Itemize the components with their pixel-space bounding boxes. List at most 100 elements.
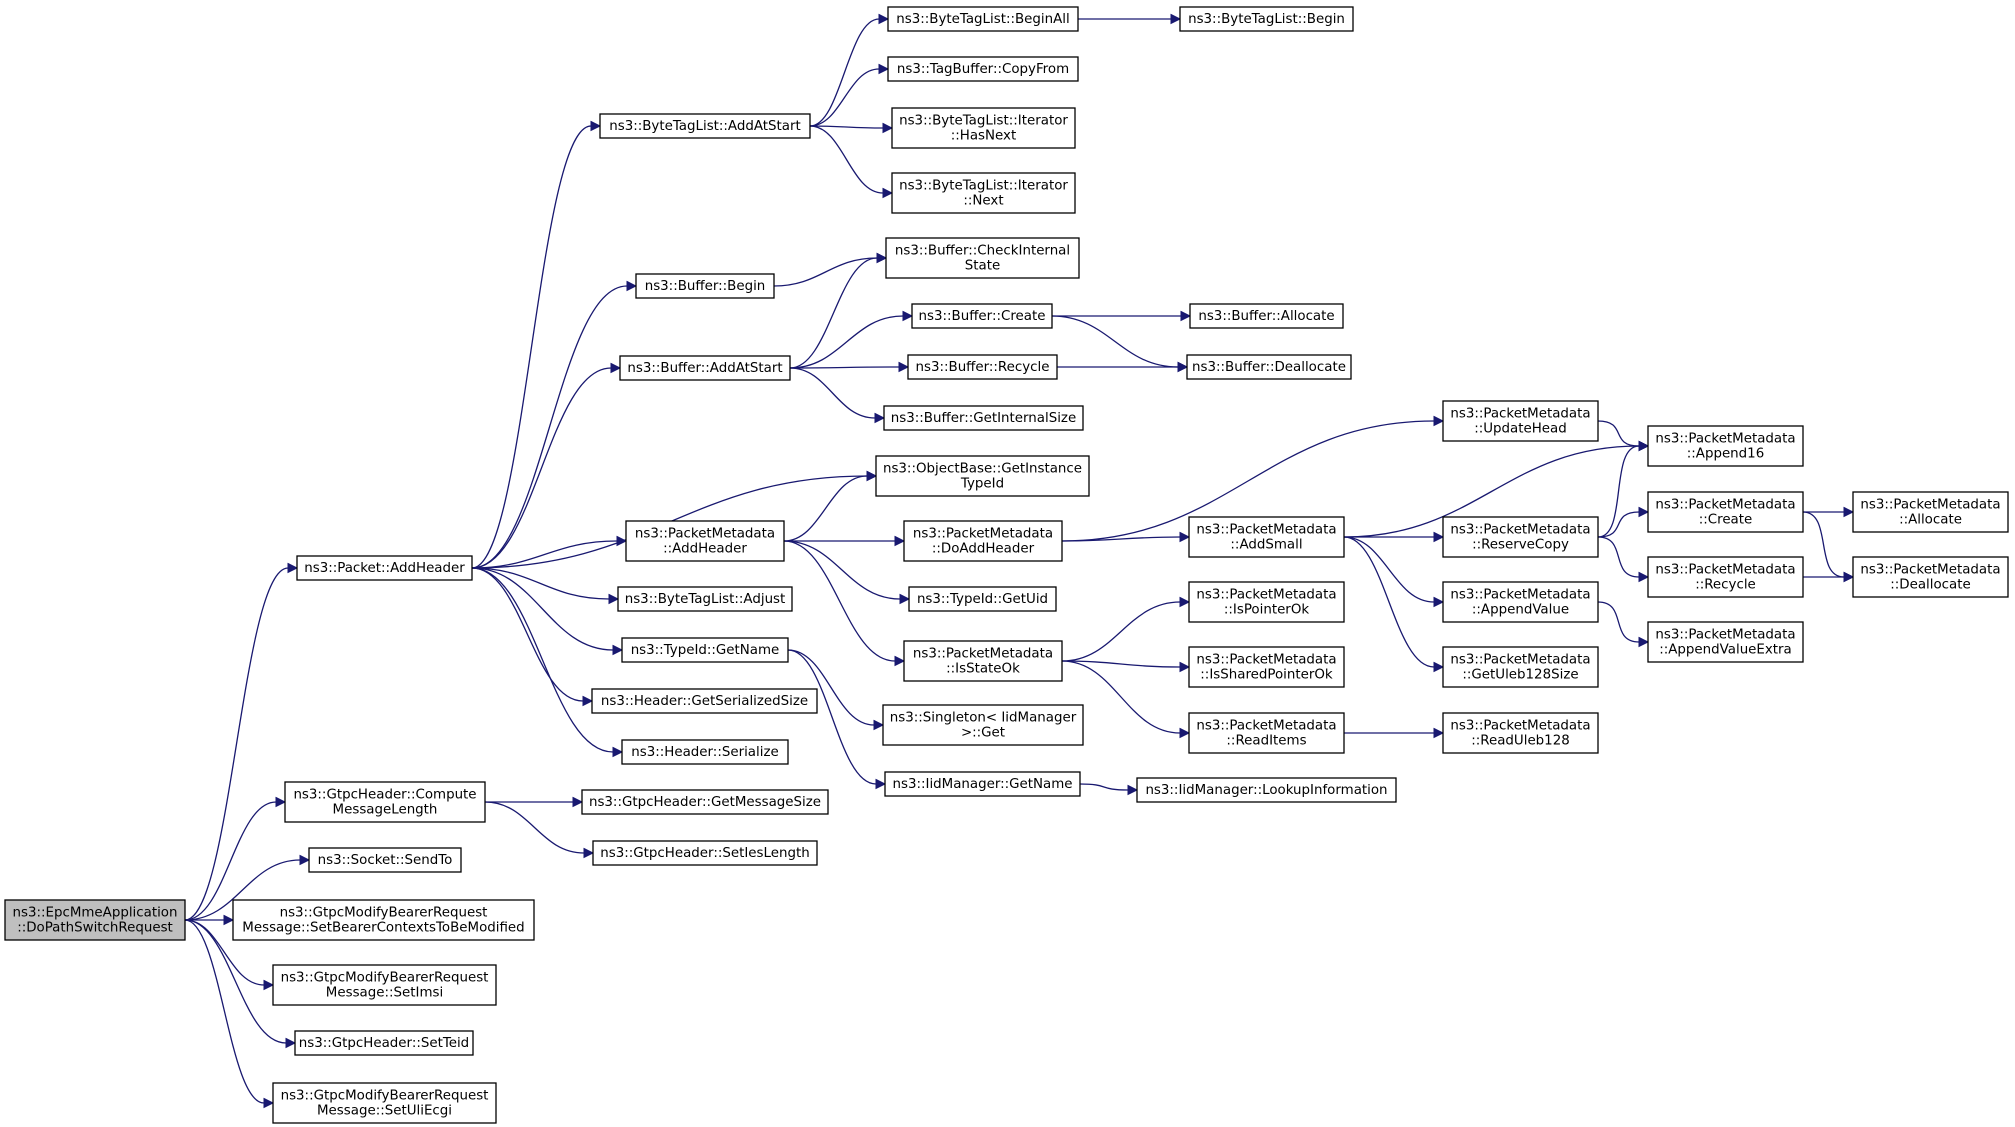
function-node-set-imsi[interactable]: ns3::GtpcModifyBearerRequestMessage::Set… <box>272 964 497 1006</box>
node-label: ns3::Singleton< IidManager <box>890 711 1077 726</box>
function-node-pm-issharedpointerok[interactable]: ns3::PacketMetadata::IsSharedPointerOk <box>1188 646 1345 688</box>
edge-arrowhead <box>873 719 885 731</box>
function-node-pm-ispointerok[interactable]: ns3::PacketMetadata::IsPointerOk <box>1188 581 1345 623</box>
function-node-socket-sendto[interactable]: ns3::Socket::SendTo <box>308 847 462 873</box>
node-label: TypeId <box>960 477 1004 492</box>
call-edge <box>471 540 618 569</box>
function-node-typeid-getuid[interactable]: ns3::TypeId::GetUid <box>908 586 1057 612</box>
edge-arrowhead <box>866 470 878 482</box>
call-edge <box>471 567 610 600</box>
call-edge <box>1343 445 1640 538</box>
function-node-buf-addatstart[interactable]: ns3::Buffer::AddAtStart <box>619 355 791 381</box>
function-node-btl-it-hasnext[interactable]: ns3::ByteTagList::Iterator::HasNext <box>891 107 1076 149</box>
node-label: ns3::PacketMetadata <box>1196 719 1336 734</box>
call-edge <box>809 18 880 127</box>
function-node-btl-it-next[interactable]: ns3::ByteTagList::Iterator::Next <box>891 172 1076 214</box>
call-edge <box>184 919 265 1104</box>
node-label: ns3::Buffer::Begin <box>645 279 766 294</box>
function-node-pm-doaddheader[interactable]: ns3::PacketMetadata::DoAddHeader <box>903 520 1063 562</box>
function-node-set-teid[interactable]: ns3::GtpcHeader::SetTeid <box>294 1030 474 1056</box>
function-node-pm-recycle[interactable]: ns3::PacketMetadata::Recycle <box>1647 556 1804 598</box>
function-node-buf-create[interactable]: ns3::Buffer::Create <box>911 303 1053 329</box>
call-edge <box>184 919 287 1044</box>
function-node-iid-getname[interactable]: ns3::IidManager::GetName <box>884 771 1081 797</box>
node-label: ns3::EpcMmeApplication <box>13 906 178 921</box>
node-label: ::Next <box>963 194 1003 209</box>
node-box <box>875 455 1090 497</box>
node-label: ns3::PacketMetadata <box>913 527 1053 542</box>
edge-arrowhead <box>878 63 890 75</box>
function-node-root[interactable]: ns3::EpcMmeApplication::DoPathSwitchRequ… <box>4 899 186 941</box>
node-label: ns3::PacketMetadata <box>1860 498 2000 513</box>
node-box <box>1186 354 1352 380</box>
edge-arrowhead <box>612 746 624 758</box>
call-edge <box>1343 536 1435 668</box>
edge-arrowhead <box>1638 636 1650 648</box>
function-node-pm-addheader[interactable]: ns3::PacketMetadata::AddHeader <box>625 520 785 562</box>
node-box <box>1179 6 1354 32</box>
call-edge <box>783 540 896 662</box>
function-node-packet-addheader[interactable]: ns3::Packet::AddHeader <box>296 555 473 581</box>
node-label: Message::SetImsi <box>326 986 443 1001</box>
edge-arrowhead <box>263 1097 275 1109</box>
function-node-tagbuf-copyfrom[interactable]: ns3::TagBuffer::CopyFrom <box>887 56 1079 82</box>
function-node-pm-reservecopy[interactable]: ns3::PacketMetadata::ReserveCopy <box>1442 516 1599 558</box>
function-node-iid-lookupinfo[interactable]: ns3::IidManager::LookupInformation <box>1136 777 1397 803</box>
function-node-pm-updatehead[interactable]: ns3::PacketMetadata::UpdateHead <box>1442 400 1599 442</box>
function-node-pm-allocate[interactable]: ns3::PacketMetadata::Allocate <box>1852 491 2009 533</box>
function-node-hdr-serialize[interactable]: ns3::Header::Serialize <box>621 739 789 765</box>
function-node-hdr-getser[interactable]: ns3::Header::GetSerializedSize <box>591 688 818 714</box>
function-node-btl-adjust[interactable]: ns3::ByteTagList::Adjust <box>617 586 793 612</box>
node-box <box>882 704 1084 746</box>
function-node-pm-addsmall[interactable]: ns3::PacketMetadata::AddSmall <box>1188 516 1345 558</box>
function-node-btl-begin[interactable]: ns3::ByteTagList::Begin <box>1179 6 1354 32</box>
function-node-pm-appendvalue[interactable]: ns3::PacketMetadata::AppendValue <box>1442 581 1599 623</box>
node-box <box>617 586 793 612</box>
function-node-pm-create[interactable]: ns3::PacketMetadata::Create <box>1647 491 1804 533</box>
edge-arrowhead <box>1179 661 1191 673</box>
node-label: ns3::Buffer::Create <box>919 309 1046 324</box>
edge-arrowhead <box>1433 531 1445 543</box>
edge-arrowhead <box>1179 727 1191 739</box>
node-box <box>294 1030 474 1056</box>
function-node-typeid-getname[interactable]: ns3::TypeId::GetName <box>621 637 789 663</box>
function-node-pm-append16[interactable]: ns3::PacketMetadata::Append16 <box>1647 425 1804 467</box>
function-node-buf-begin[interactable]: ns3::Buffer::Begin <box>635 273 775 299</box>
function-node-pm-deallocate[interactable]: ns3::PacketMetadata::Deallocate <box>1852 556 2009 598</box>
function-node-set-bearer-ctx[interactable]: ns3::GtpcModifyBearerRequestMessage::Set… <box>232 899 535 941</box>
function-node-buf-allocate[interactable]: ns3::Buffer::Allocate <box>1189 303 1344 329</box>
function-node-gtpc-setieslen[interactable]: ns3::GtpcHeader::SetIesLength <box>592 840 818 866</box>
edge-arrowhead <box>610 362 622 374</box>
function-node-pm-readitems[interactable]: ns3::PacketMetadata::ReadItems <box>1188 712 1345 754</box>
function-node-set-uli[interactable]: ns3::GtpcModifyBearerRequestMessage::Set… <box>272 1082 497 1124</box>
function-node-pm-getuleb128size[interactable]: ns3::PacketMetadata::GetUleb128Size <box>1442 646 1599 688</box>
node-box <box>621 637 789 663</box>
node-box <box>1442 400 1599 442</box>
function-node-pm-readuleb128[interactable]: ns3::PacketMetadata::ReadUleb128 <box>1442 712 1599 754</box>
edge-arrowhead <box>1843 506 1855 518</box>
node-label: ns3::PacketMetadata <box>1450 523 1590 538</box>
function-node-buf-getinternalsize[interactable]: ns3::Buffer::GetInternalSize <box>883 405 1084 431</box>
edge-arrowhead <box>1179 596 1191 608</box>
function-node-buf-deallocate[interactable]: ns3::Buffer::Deallocate <box>1186 354 1352 380</box>
function-node-btl-beginall[interactable]: ns3::ByteTagList::BeginAll <box>887 6 1079 32</box>
node-label: ns3::PacketMetadata <box>1655 432 1795 447</box>
function-node-gtpc-getmsgsize[interactable]: ns3::GtpcHeader::GetMessageSize <box>581 789 829 815</box>
edge-arrowhead <box>1638 571 1650 583</box>
node-box <box>581 789 829 815</box>
function-node-pm-isstateok[interactable]: ns3::PacketMetadata::IsStateOk <box>903 640 1063 682</box>
function-node-singleton-get[interactable]: ns3::Singleton< IidManager >::Get <box>882 704 1084 746</box>
call-edge <box>471 367 612 569</box>
function-node-btl-addatstart[interactable]: ns3::ByteTagList::AddAtStart <box>599 113 811 139</box>
node-label: >::Get <box>961 726 1005 741</box>
call-edge <box>471 567 614 651</box>
function-node-buf-recycle[interactable]: ns3::Buffer::Recycle <box>907 354 1058 380</box>
node-label: ns3::PacketMetadata <box>1450 407 1590 422</box>
node-label: ns3::Buffer::AddAtStart <box>627 361 782 376</box>
function-node-pm-appendvalueextra[interactable]: ns3::PacketMetadata::AppendValueExtra <box>1647 621 1804 663</box>
node-box <box>887 6 1079 32</box>
call-edge <box>1061 420 1435 542</box>
